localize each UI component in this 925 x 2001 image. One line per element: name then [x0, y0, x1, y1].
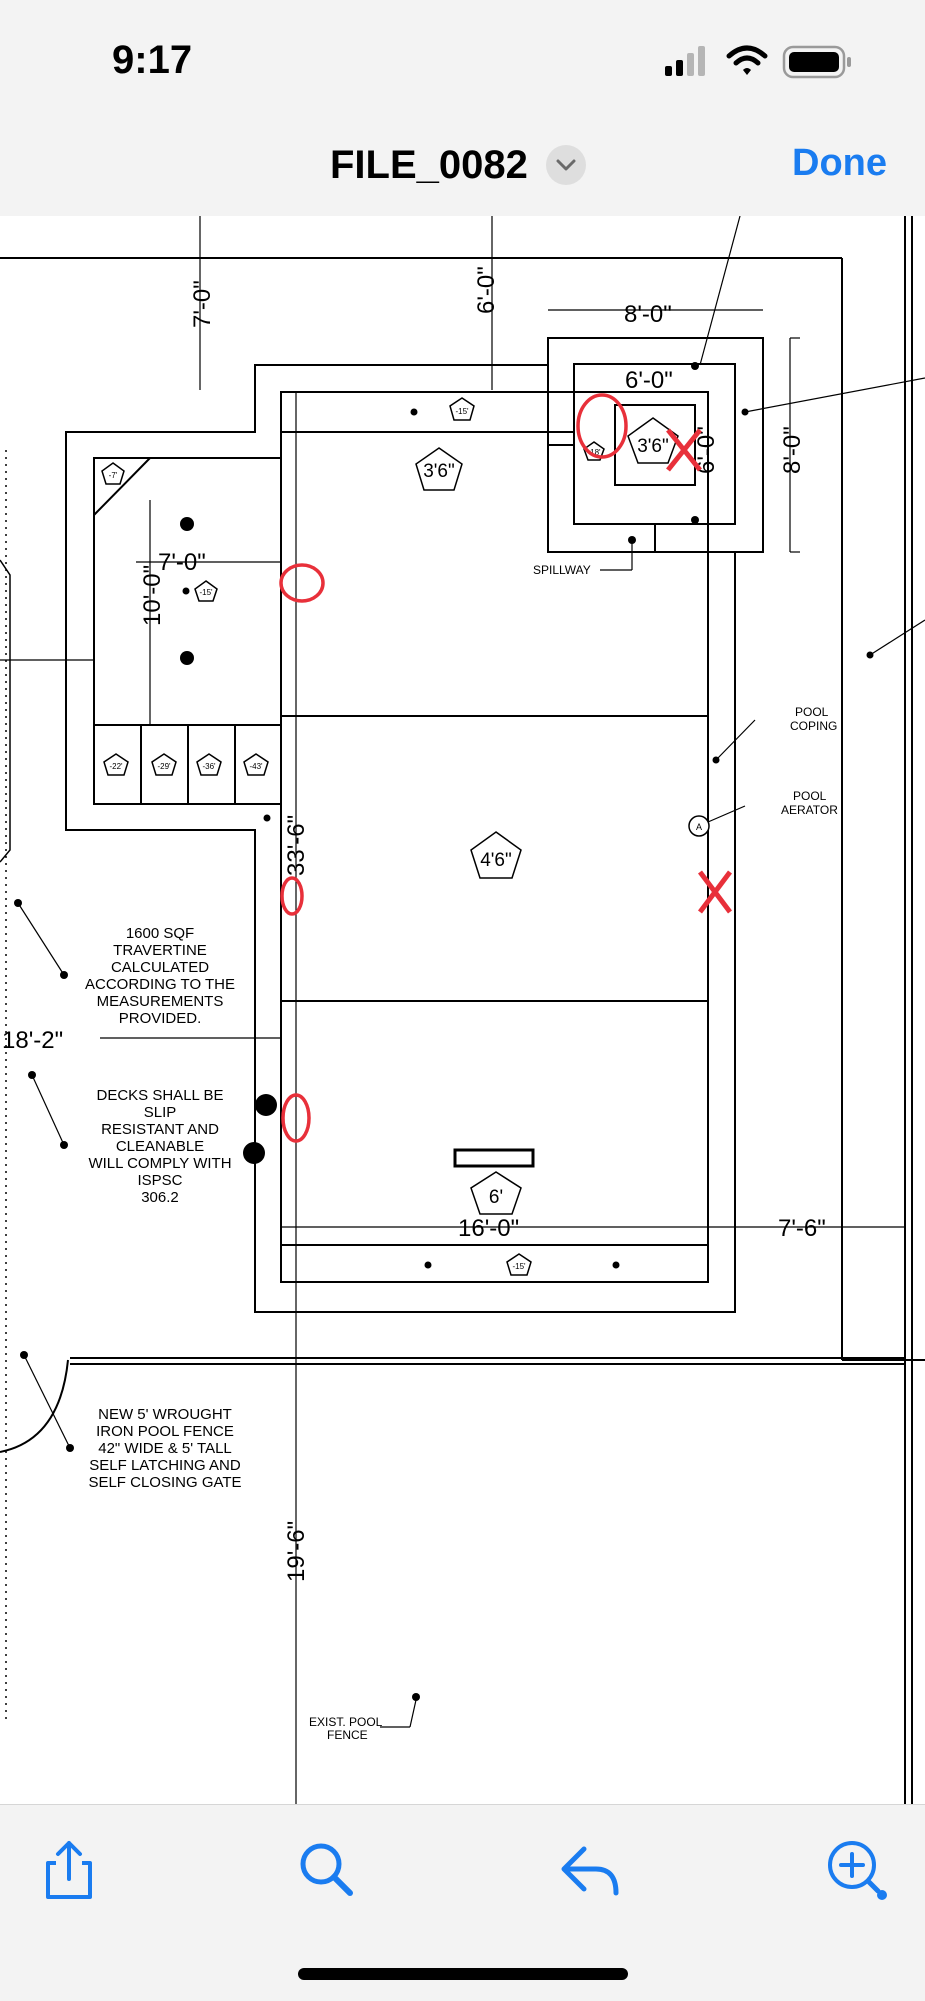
note-travertine: MEASUREMENTS: [97, 993, 224, 1010]
note-fence: SELF CLOSING GATE: [88, 1474, 241, 1491]
battery-icon: [782, 45, 851, 79]
signal-icon: [665, 46, 705, 76]
done-button[interactable]: Done: [792, 142, 887, 184]
file-title: FILE_0082: [330, 142, 528, 187]
document-view[interactable]: A 3'6" 3'6" 4'6" 6' -15' -15' -7' -22' -…: [0, 216, 925, 1804]
step-depth: -15': [512, 1262, 526, 1271]
note-travertine: 1600 SQF: [126, 925, 194, 942]
share-icon[interactable]: [34, 1835, 104, 1905]
dimension-label: 7'-0": [189, 280, 216, 328]
spillway-label: SPILLWAY: [533, 563, 591, 577]
aerator-label: POOL: [793, 789, 827, 803]
chevron-down-icon[interactable]: [545, 145, 586, 185]
dimension-label: 18'-2": [2, 1027, 63, 1054]
note-decks: ISPSC: [137, 1172, 182, 1189]
coping-label: COPING: [790, 719, 837, 733]
step-depth: -36': [202, 762, 216, 771]
exist-fence-label: FENCE: [327, 1728, 368, 1742]
dimension-label: 7'-0": [158, 549, 206, 576]
status-icons: [665, 45, 851, 79]
note-decks: RESISTANT AND: [101, 1121, 219, 1138]
depth-label: 4'6": [480, 850, 512, 871]
dimension-label: 8'-0": [624, 301, 672, 328]
aerator-label: AERATOR: [781, 803, 838, 817]
status-time: 9:17: [112, 38, 193, 82]
note-decks: DECKS SHALL BE: [97, 1087, 224, 1104]
markup-icon[interactable]: [822, 1835, 892, 1905]
note-travertine: TRAVERTINE: [113, 942, 207, 959]
exist-fence-label: EXIST. POOL: [309, 1715, 383, 1729]
dimension-label: 16'-0": [458, 1215, 519, 1242]
dimension-label: 33'-6": [283, 815, 310, 876]
depth-label: 6': [489, 1187, 503, 1208]
note-fence: NEW 5' WROUGHT: [98, 1406, 232, 1423]
home-indicator[interactable]: [298, 1968, 628, 1980]
note-decks: SLIP: [144, 1104, 177, 1121]
dimension-label: 7'-6": [778, 1215, 826, 1242]
note-decks: 306.2: [141, 1189, 179, 1206]
depth-label: 3'6": [637, 436, 669, 457]
step-depth: -7': [109, 471, 118, 480]
status-bar: 9:17: [0, 0, 925, 120]
pool-plan-drawing: A 3'6" 3'6" 4'6" 6' -15' -15' -7' -22' -…: [0, 216, 925, 1804]
markup-annotations: [279, 393, 732, 1143]
nav-bar: FILE_0082 Done: [0, 120, 925, 217]
depth-label: 3'6": [423, 461, 455, 482]
step-depth: -18': [587, 448, 601, 457]
note-fence: SELF LATCHING AND: [89, 1457, 241, 1474]
reply-icon[interactable]: [556, 1835, 626, 1905]
step-depth: -43': [249, 762, 263, 771]
step-depth: -15': [199, 588, 213, 597]
note-fence: IRON POOL FENCE: [96, 1423, 234, 1440]
dimension-label: 8'-0": [779, 426, 806, 474]
file-title-button[interactable]: FILE_0082: [330, 140, 586, 190]
note-travertine: ACCORDING TO THE: [85, 976, 235, 993]
aerator-mark: A: [696, 822, 702, 832]
dimension-label: 19'-6": [283, 1521, 310, 1582]
note-decks: WILL COMPLY WITH: [88, 1155, 231, 1172]
note-travertine: PROVIDED.: [119, 1010, 202, 1027]
note-travertine: CALCULATED: [111, 959, 209, 976]
search-icon[interactable]: [292, 1835, 362, 1905]
dimension-label: 6'-0": [473, 266, 500, 314]
coping-label: POOL: [795, 705, 829, 719]
step-depth: -29': [157, 762, 171, 771]
wifi-icon: [726, 45, 768, 75]
dimension-label: 6'-0": [625, 367, 673, 394]
note-decks: CLEANABLE: [116, 1138, 204, 1155]
note-fence: 42" WIDE & 5' TALL: [98, 1440, 232, 1457]
step-depth: -22': [109, 762, 123, 771]
step-depth: -15': [455, 407, 469, 416]
dimension-label: 10'-0": [139, 565, 166, 626]
